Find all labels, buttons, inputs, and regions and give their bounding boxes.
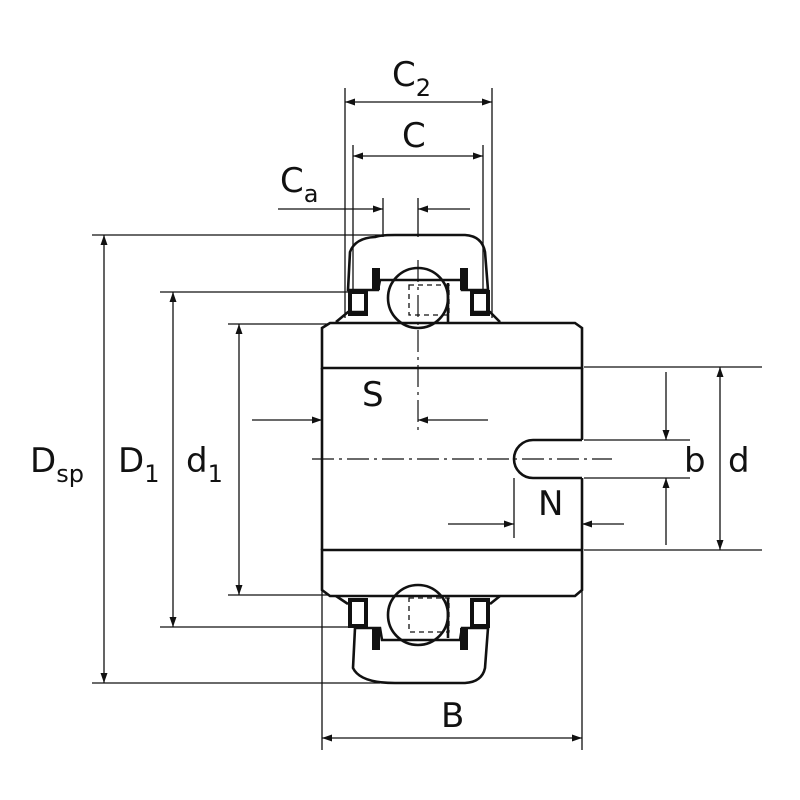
label-ca-main: C <box>280 161 304 201</box>
label-c2-main: C <box>392 55 416 95</box>
label-d1-main: d <box>186 441 208 481</box>
label-D1-sub: 1 <box>144 460 159 488</box>
label-ca-sub: a <box>304 180 319 208</box>
label-ca: Ca <box>280 161 318 208</box>
label-b-keyway: b <box>684 441 706 481</box>
label-n-main: N <box>538 484 563 524</box>
label-c2-sub: 2 <box>416 74 431 102</box>
label-dsp-sub: sp <box>56 460 84 488</box>
label-s: S <box>362 375 384 415</box>
extension-lines <box>92 88 762 750</box>
center-lines <box>312 260 612 460</box>
label-c: C <box>402 116 426 156</box>
label-d1-sub: 1 <box>208 460 223 488</box>
label-D1: D1 <box>118 441 159 488</box>
label-c2: C2 <box>392 55 431 102</box>
label-s-main: S <box>362 375 384 415</box>
label-b-keyway-main: b <box>684 441 706 481</box>
label-B-width: B <box>441 696 464 736</box>
label-dsp-main: D <box>30 441 56 481</box>
outer-ring-top <box>346 233 490 292</box>
label-d1: d1 <box>186 441 223 488</box>
label-d: d <box>728 441 750 481</box>
seal-top <box>335 268 501 323</box>
label-B-width-main: B <box>441 696 464 736</box>
label-dsp: Dsp <box>30 441 84 488</box>
dimension-lines <box>100 98 724 742</box>
ball-bottom <box>386 583 450 647</box>
inner-sleeve-top <box>320 321 584 370</box>
inner-sleeve-bottom <box>320 548 584 598</box>
label-c-main: C <box>402 116 426 156</box>
label-d-main: d <box>728 441 750 481</box>
label-n: N <box>538 484 563 524</box>
label-D1-main: D <box>118 441 144 481</box>
seal-bottom <box>335 594 501 650</box>
